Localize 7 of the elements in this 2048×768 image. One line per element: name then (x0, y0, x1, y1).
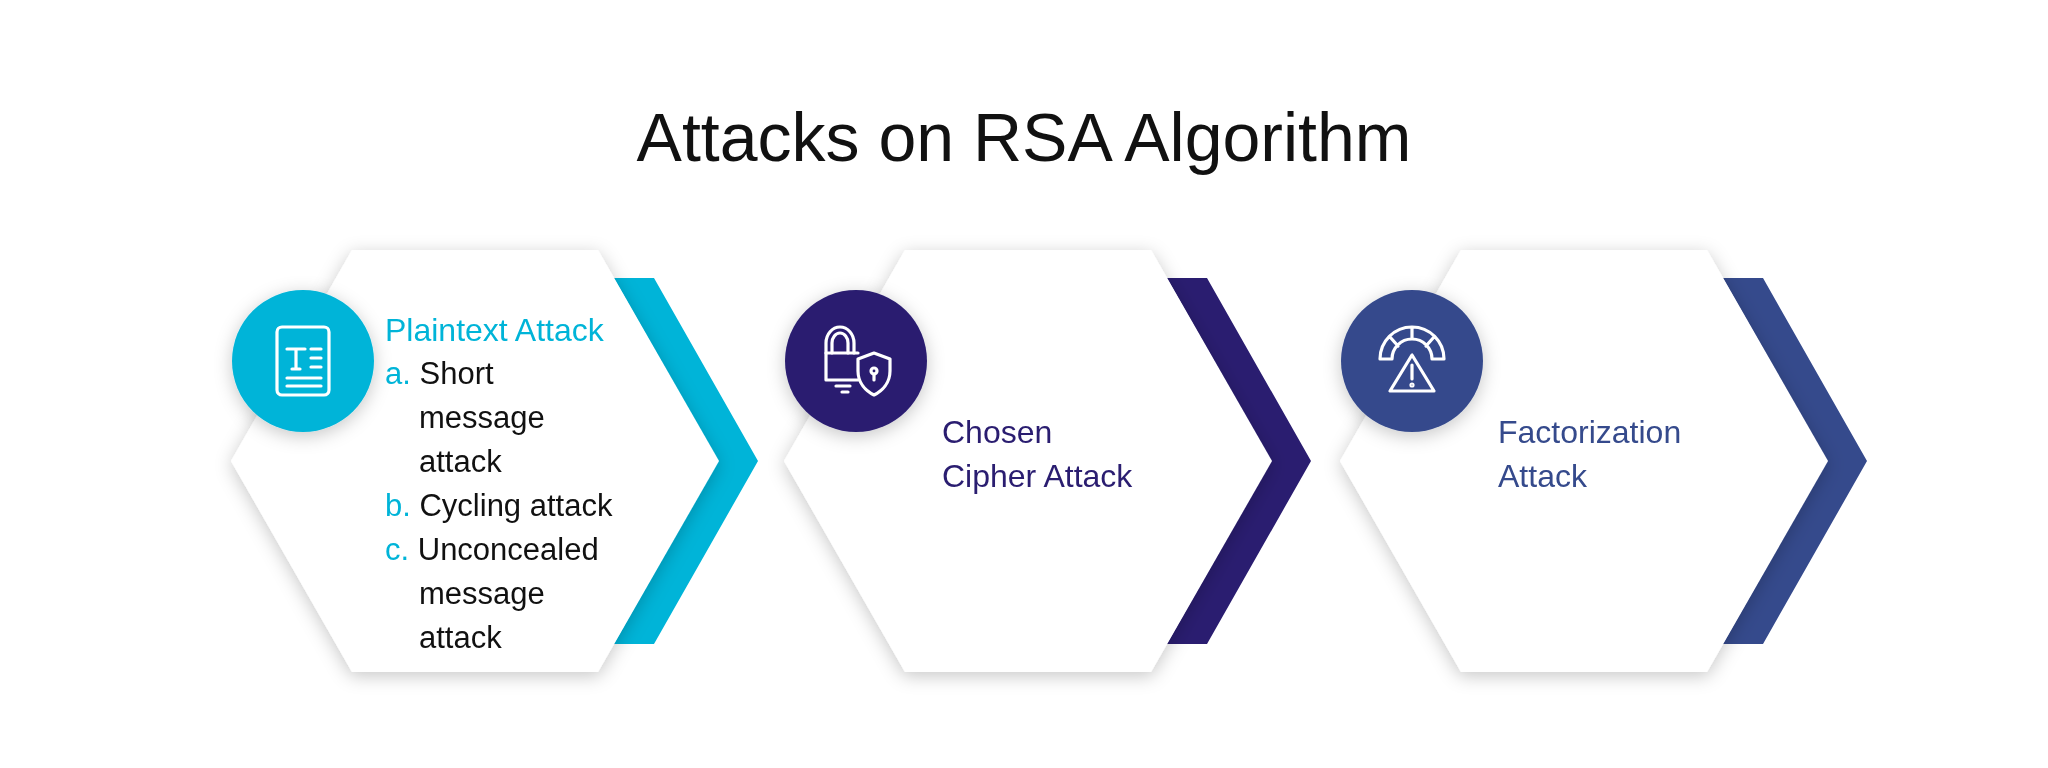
heading-text: Chosen Cipher Attack (942, 413, 1134, 496)
heading-text: Factorization Attack (1498, 413, 1683, 496)
list-item: a. Short message attack (385, 355, 546, 481)
list-item: c. Unconcealed message attack (385, 531, 600, 657)
title: Attacks on RSA Algorithm (636, 98, 1412, 176)
heading-text: Plaintext Attack (385, 311, 604, 350)
list-item: b. Cycling attack (385, 487, 614, 525)
